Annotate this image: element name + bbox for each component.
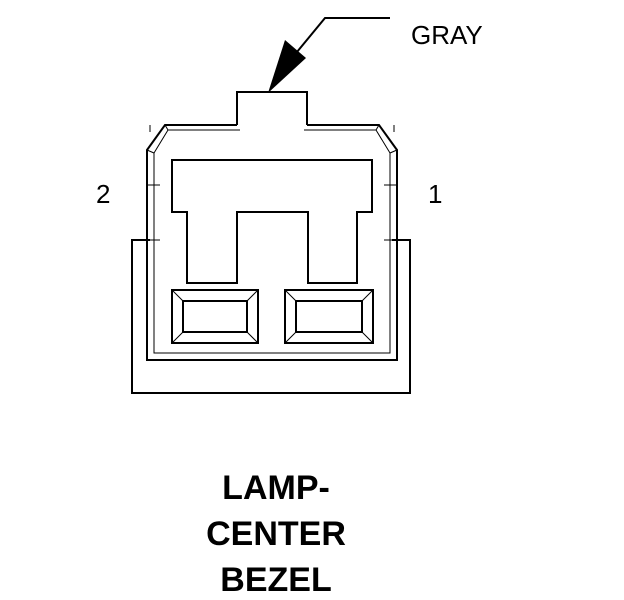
connector-shell-inner xyxy=(153,129,391,354)
title-line-2: CENTER xyxy=(206,515,346,553)
title-line-1: LAMP- xyxy=(222,469,330,507)
side-ticks xyxy=(147,125,397,241)
connector-body xyxy=(131,91,411,394)
outer-skirt xyxy=(131,239,411,394)
latch-tab xyxy=(236,91,308,125)
pin-label-left: 2 xyxy=(96,179,110,209)
connector-title: LAMP- CENTER BEZEL xyxy=(206,469,346,599)
callout: GRAY xyxy=(268,17,483,93)
pin-label-right: 1 xyxy=(428,179,442,209)
arrow-callout-icon xyxy=(268,40,306,93)
title-line-3: BEZEL xyxy=(220,561,331,599)
callout-leader-line xyxy=(291,17,390,59)
terminal-cavity xyxy=(171,159,373,284)
wire-color-label: GRAY xyxy=(411,20,483,50)
connector-shell-outer xyxy=(146,124,398,361)
terminal-2 xyxy=(171,289,259,344)
terminal-1 xyxy=(284,289,374,344)
